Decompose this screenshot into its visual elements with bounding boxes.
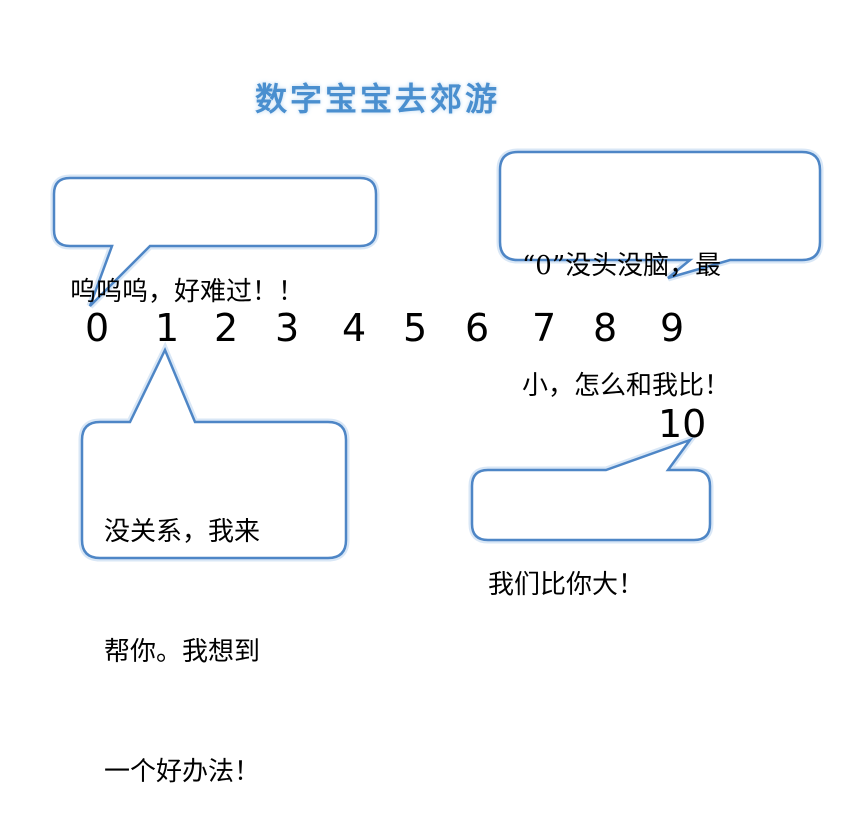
speech-bubble-nine — [496, 148, 824, 282]
bubble-one-line-1: 没关系，我来 — [104, 517, 261, 547]
digit-2: 2 — [214, 306, 239, 350]
bubble-zero-line: 呜呜呜，好难过！！ — [70, 277, 305, 307]
bubble-ten-text: 我们比你大！ — [488, 485, 644, 645]
bubble-one-text: 没关系，我来 帮你。我想到 一个好办法！ — [104, 432, 260, 832]
bubble-one-line-3: 一个好办法！ — [104, 757, 261, 787]
digit-3: 3 — [275, 306, 300, 350]
digit-8: 8 — [593, 306, 618, 350]
bubble-nine-text: “0”没头没脑，最 小，怎么和我比！ — [522, 166, 730, 446]
digit-4: 4 — [342, 306, 367, 350]
page-title: 数字宝宝去郊游 — [255, 80, 501, 118]
number-ten: 10 — [658, 402, 707, 446]
digit-1: 1 — [155, 306, 180, 350]
digit-6: 6 — [465, 306, 490, 350]
digit-7: 7 — [532, 306, 557, 350]
speech-bubble-ten — [468, 432, 714, 544]
digit-9: 9 — [660, 306, 685, 350]
digit-0: 0 — [85, 306, 110, 350]
bubble-nine-line-2: 小，怎么和我比！ — [522, 371, 731, 401]
speech-bubble-zero — [50, 174, 380, 309]
speech-bubble-one — [78, 341, 350, 562]
bubble-zero-text: 呜呜呜，好难过！！ — [70, 192, 304, 352]
bubble-ten-line: 我们比你大！ — [488, 570, 645, 600]
speech-bubbles — [50, 148, 824, 562]
bubble-nine-line-1: “0”没头没脑，最 — [522, 251, 722, 281]
bubble-one-line-2: 帮你。我想到 — [104, 637, 261, 667]
digit-5: 5 — [403, 306, 428, 350]
